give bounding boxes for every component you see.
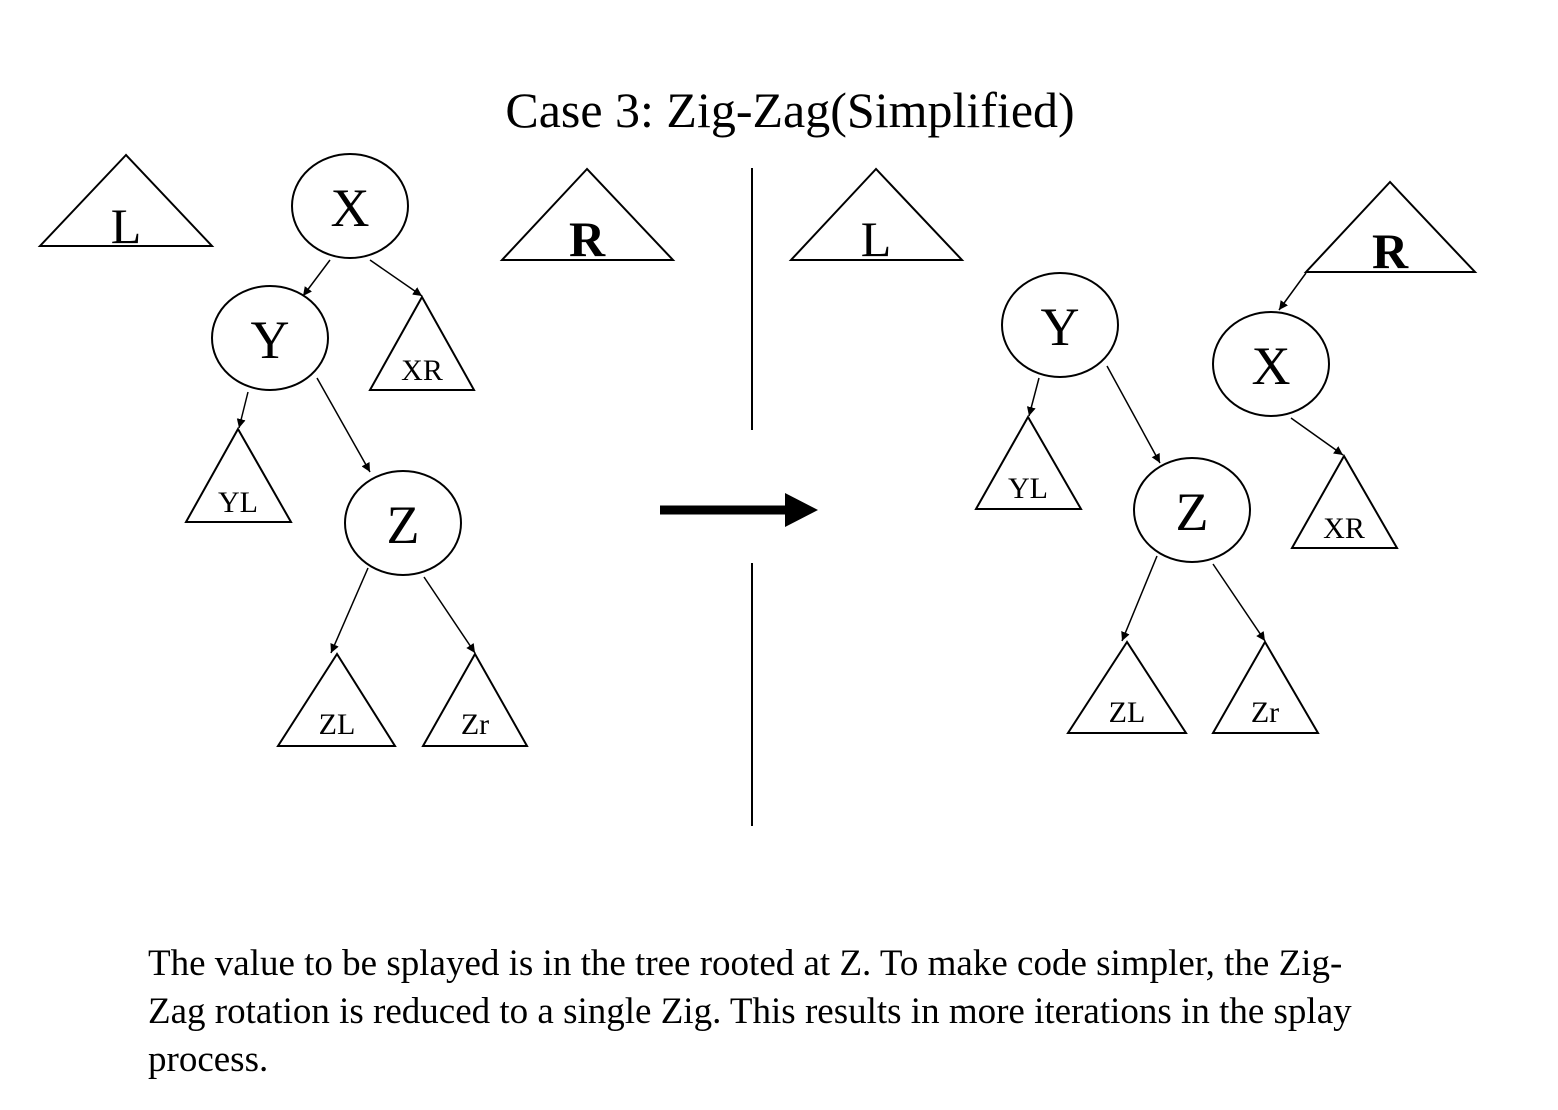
before-subtree-zl-label: ZL — [319, 708, 356, 741]
after-edge-r-x — [1278, 272, 1307, 311]
before-edge-z-zl — [330, 567, 369, 654]
after-node-y-label: Y — [1041, 297, 1080, 357]
before-node-y: Y — [211, 285, 329, 391]
before-tree: L R X Y Z XR YL — [37, 153, 676, 747]
before-edge-x-xr — [369, 259, 423, 297]
before-subtree-xr-label: XR — [401, 354, 443, 387]
transform-arrow — [660, 493, 818, 527]
after-subtree-zl: ZL — [1066, 640, 1188, 734]
before-subtree-zr: Zr — [421, 651, 529, 747]
after-edge-y-z — [1106, 365, 1161, 464]
before-node-y-label: Y — [251, 310, 290, 370]
after-subtree-yl-label: YL — [1008, 472, 1048, 505]
after-subtree-zr: Zr — [1211, 639, 1320, 734]
after-left-tree-label: L — [861, 211, 892, 267]
after-right-tree: R — [1303, 180, 1478, 279]
diagram-title: Case 3: Zig-Zag(Simplified) — [505, 82, 1074, 138]
after-edge-x-xr — [1290, 417, 1344, 456]
after-edge-z-zl — [1121, 555, 1158, 642]
after-edge-y-yl — [1026, 377, 1040, 417]
before-subtree-yl: YL — [184, 426, 293, 523]
before-edge-z-zr — [423, 576, 476, 654]
caption-text: The value to be splayed is in the tree r… — [148, 943, 1352, 1080]
after-tree: L R Y X Z YL XR — [788, 167, 1478, 734]
before-edge-y-yl — [236, 391, 249, 429]
before-edge-y-z — [316, 377, 371, 473]
before-subtree-zl: ZL — [276, 652, 397, 747]
after-node-y: Y — [1001, 272, 1119, 378]
after-left-tree: L — [788, 167, 965, 267]
after-node-x-label: X — [1252, 336, 1291, 396]
after-subtree-xr-label: XR — [1323, 512, 1365, 545]
before-edge-x-y — [302, 259, 331, 297]
after-node-z-label: Z — [1176, 482, 1209, 542]
before-subtree-yl-label: YL — [218, 486, 258, 519]
after-node-x: X — [1212, 311, 1330, 417]
after-right-tree-label: R — [1372, 223, 1409, 279]
before-left-tree: L — [37, 153, 215, 254]
after-subtree-zr-label: Zr — [1251, 696, 1279, 729]
after-node-z: Z — [1133, 457, 1251, 563]
before-node-z: Z — [344, 470, 462, 576]
after-subtree-yl: YL — [974, 414, 1083, 510]
before-node-x: X — [291, 153, 409, 259]
before-left-tree-label: L — [111, 198, 142, 254]
after-subtree-zl-label: ZL — [1109, 696, 1146, 729]
before-node-x-label: X — [331, 178, 370, 238]
before-right-tree-label: R — [569, 211, 606, 267]
before-subtree-zr-label: Zr — [461, 708, 489, 741]
before-subtree-xr: XR — [368, 294, 476, 391]
after-edge-z-zr — [1212, 563, 1266, 642]
before-node-z-label: Z — [387, 495, 420, 555]
before-right-tree: R — [499, 167, 676, 267]
after-subtree-xr: XR — [1290, 453, 1399, 549]
